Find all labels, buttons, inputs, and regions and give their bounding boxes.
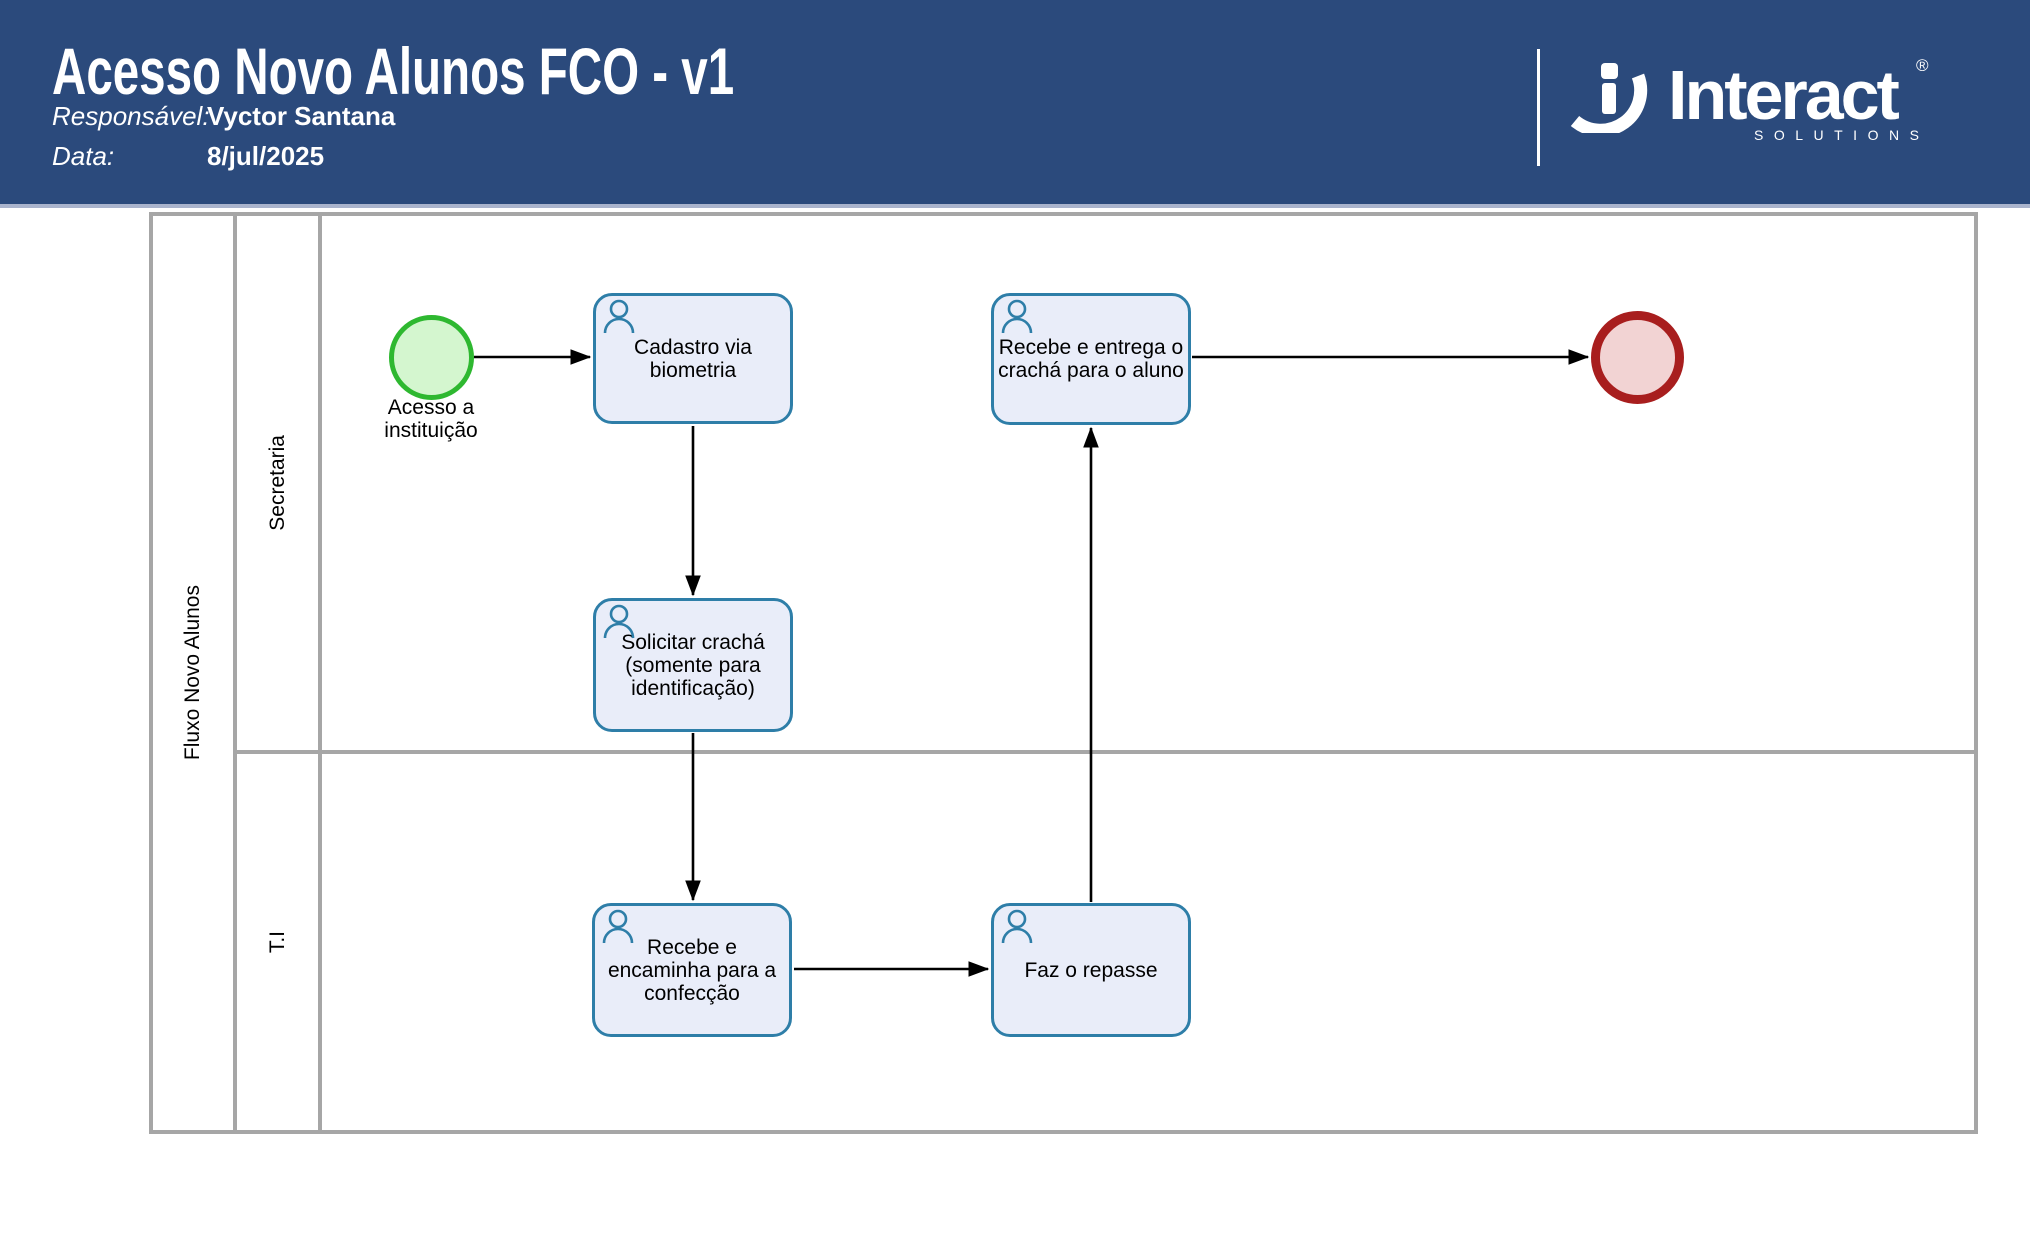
responsible-label: Responsável:	[52, 101, 210, 131]
user-icon	[1000, 299, 1034, 340]
page-title: Acesso Novo Alunos FCO - v1	[52, 34, 735, 108]
lane-ti: T.I	[237, 754, 1974, 1130]
lanes-container: Secretaria T.I	[237, 216, 1974, 1130]
lane-secretaria-label-column: Secretaria	[237, 216, 322, 750]
lane-ti-label-column: T.I	[237, 754, 322, 1130]
start-event	[389, 315, 474, 400]
task-label: Solicitar crachá (somente para identific…	[621, 630, 765, 700]
task-recebe-entrega-cracha: Recebe e entrega o crachá para o aluno	[991, 293, 1191, 425]
user-icon	[602, 604, 636, 645]
logo-divider	[1537, 49, 1540, 166]
task-recebe-encaminha-confeccao: Recebe e encaminha para a confecção	[592, 903, 792, 1037]
logo-subtitle: SOLUTIONS	[1754, 127, 1930, 143]
start-event-label: Acesso a instituição	[384, 396, 478, 442]
pool-label-column: Fluxo Novo Alunos	[153, 216, 237, 1130]
header-meta: Responsável: Vyctor Santana Data: 8/jul/…	[52, 103, 395, 169]
date-value: 8/jul/2025	[207, 141, 325, 171]
responsible-value: Vyctor Santana	[207, 101, 396, 131]
logo-brand-text: Interact	[1668, 56, 1900, 134]
registered-mark: ®	[1916, 56, 1929, 75]
user-icon	[602, 299, 636, 340]
task-label: Cadastro via biometria	[634, 335, 752, 382]
user-icon	[1000, 909, 1034, 950]
lane-secretaria: Secretaria	[237, 216, 1974, 754]
pool-label: Fluxo Novo Alunos	[181, 585, 204, 761]
task-label: Recebe e encaminha para a confecção	[607, 935, 777, 1005]
task-cadastro-via-biometria: Cadastro via biometria	[593, 293, 793, 424]
lane-secretaria-label: Secretaria	[265, 435, 289, 531]
end-event	[1591, 311, 1684, 404]
interact-logo-icon	[1570, 63, 1648, 133]
date-label: Data:	[52, 141, 115, 171]
lane-ti-label: T.I	[265, 930, 289, 954]
task-label: Recebe e entrega o crachá para o aluno	[998, 336, 1184, 382]
header-banner: Acesso Novo Alunos FCO - v1 Responsável:…	[0, 0, 2030, 208]
task-label: Faz o repasse	[1024, 958, 1158, 982]
user-icon	[601, 909, 635, 950]
task-faz-o-repasse: Faz o repasse	[991, 903, 1191, 1037]
task-solicitar-cracha: Solicitar crachá (somente para identific…	[593, 598, 793, 732]
